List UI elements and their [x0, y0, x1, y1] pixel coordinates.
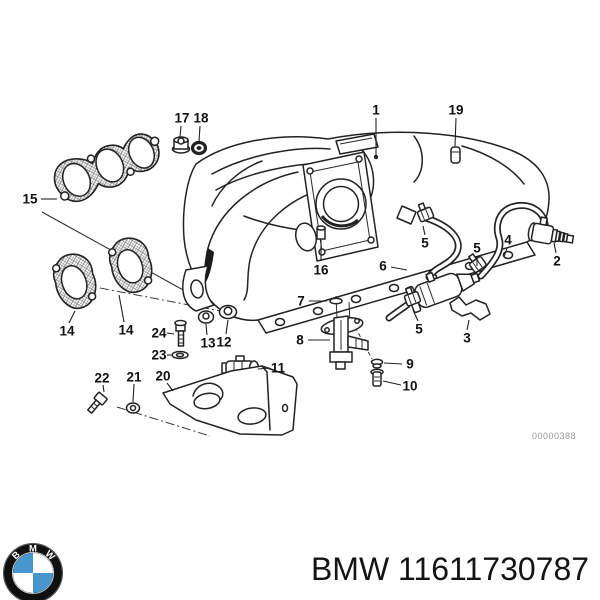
callout-6: 6: [379, 259, 387, 274]
callout-23: 23: [151, 348, 167, 363]
leader-line-5: [422, 225, 426, 236]
callout-5: 5: [473, 241, 481, 256]
leader-dot: [373, 154, 379, 160]
hose-clamp-upper: [416, 202, 435, 223]
callout-9: 9: [406, 357, 414, 372]
leader-line-22: [102, 384, 105, 393]
check-valve: [527, 216, 575, 245]
callout-4: 4: [504, 233, 512, 248]
callout-22: 22: [94, 371, 109, 386]
callout-21: 21: [126, 370, 142, 385]
hose-clamp-lower: [403, 286, 422, 307]
callout-14: 14: [118, 323, 134, 338]
leader-line-12: [225, 319, 229, 335]
fasteners: [87, 136, 461, 414]
leader-line-4: [503, 247, 508, 258]
hose-clamp-middle: [468, 253, 487, 273]
leader-line-14: [118, 294, 125, 323]
leader-line-5: [412, 309, 419, 322]
leader-line-9: [383, 362, 403, 365]
clip-and-bolt: [370, 358, 384, 387]
gasket-single-port-left: [51, 253, 97, 310]
callout-12: 12: [216, 335, 231, 350]
leader-line-21: [132, 383, 135, 403]
gasket-three-port: [53, 133, 160, 203]
leader-line-20: [166, 382, 174, 392]
leader-line-11: [257, 367, 271, 370]
leader-line-2: [553, 242, 557, 254]
callout-8: 8: [296, 333, 304, 348]
bmw-roundel-icon: B M W: [3, 543, 63, 600]
callout-16: 16: [313, 263, 329, 278]
callout-20: 20: [155, 369, 170, 384]
control-valve: [320, 295, 369, 370]
svg-text:M: M: [29, 544, 37, 555]
leader-line-17: [179, 125, 182, 138]
callout-13: 13: [200, 336, 216, 351]
leader-line-14: [68, 310, 76, 324]
leader-line-10: [382, 380, 402, 386]
part-number-caption: BMW 11611730787: [300, 551, 600, 588]
brand-text: BMW: [310, 551, 390, 587]
gasket-single-port-right: [107, 237, 153, 294]
callout-19: 19: [448, 103, 463, 118]
leader-line-18: [198, 125, 201, 143]
holder-clip: [449, 296, 491, 321]
support-bracket: [162, 365, 298, 436]
image-id-watermark: 00000388: [532, 431, 577, 441]
callout-24: 24: [151, 326, 167, 341]
leader-line-6: [390, 266, 408, 271]
callout-10: 10: [402, 379, 417, 394]
callout-17: 17: [174, 111, 189, 126]
callout-1: 1: [372, 103, 380, 118]
callout-2: 2: [553, 254, 561, 269]
leader-line-13: [205, 323, 208, 336]
callout-7: 7: [297, 294, 305, 309]
washer-7: [329, 297, 343, 305]
callout-3: 3: [463, 331, 471, 346]
stud-16: [316, 225, 326, 240]
bmw-logo: B M W: [2, 542, 64, 600]
callout-15: 15: [22, 192, 38, 207]
leader-line-19: [454, 117, 457, 147]
callout-14: 14: [59, 324, 75, 339]
callout-5: 5: [415, 322, 423, 337]
callout-5: 5: [421, 236, 429, 251]
part-number-text: 11611730787: [398, 551, 590, 587]
leader-line-3: [466, 319, 470, 331]
leader-line-24: [166, 332, 175, 335]
callout-18: 18: [193, 111, 209, 126]
callout-11: 11: [271, 361, 286, 376]
intake-manifold: [182, 131, 550, 334]
